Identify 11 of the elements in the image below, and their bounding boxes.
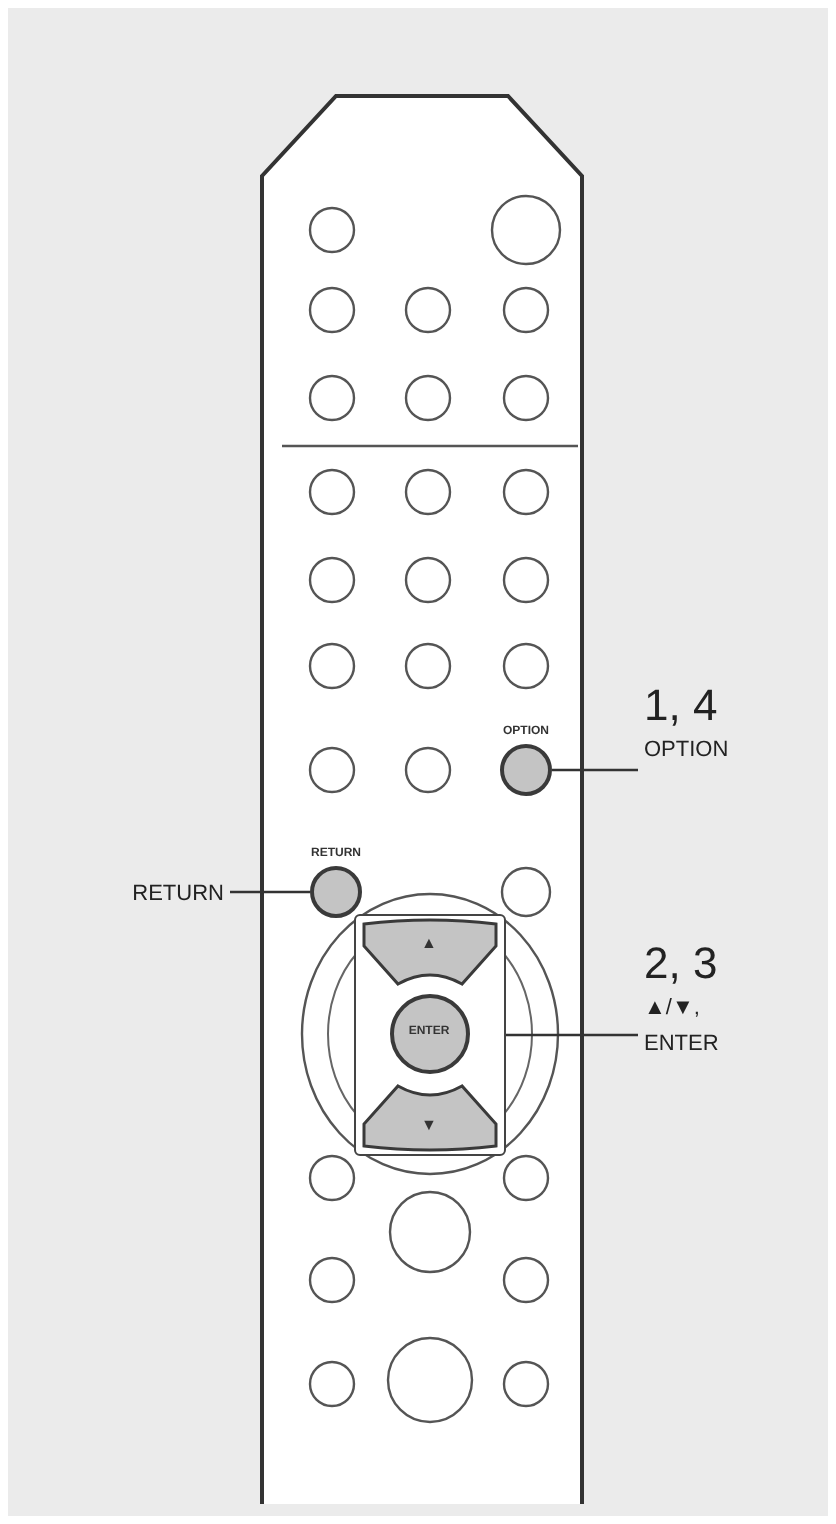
button-name: ▲/▼, ENTER xyxy=(644,994,721,1060)
direction-pad-frame xyxy=(354,914,506,1156)
step-number: 2, 3 xyxy=(644,938,720,990)
up-button: ▲ xyxy=(357,917,501,989)
down-button: ▼ xyxy=(357,1079,501,1151)
leader-line xyxy=(552,768,638,772)
leader-line xyxy=(506,1033,638,1037)
button-name: RETURN xyxy=(88,876,224,912)
leader-line xyxy=(230,890,310,894)
step-number: 1, 4 xyxy=(644,680,720,732)
button-name: OPTION xyxy=(644,736,731,766)
